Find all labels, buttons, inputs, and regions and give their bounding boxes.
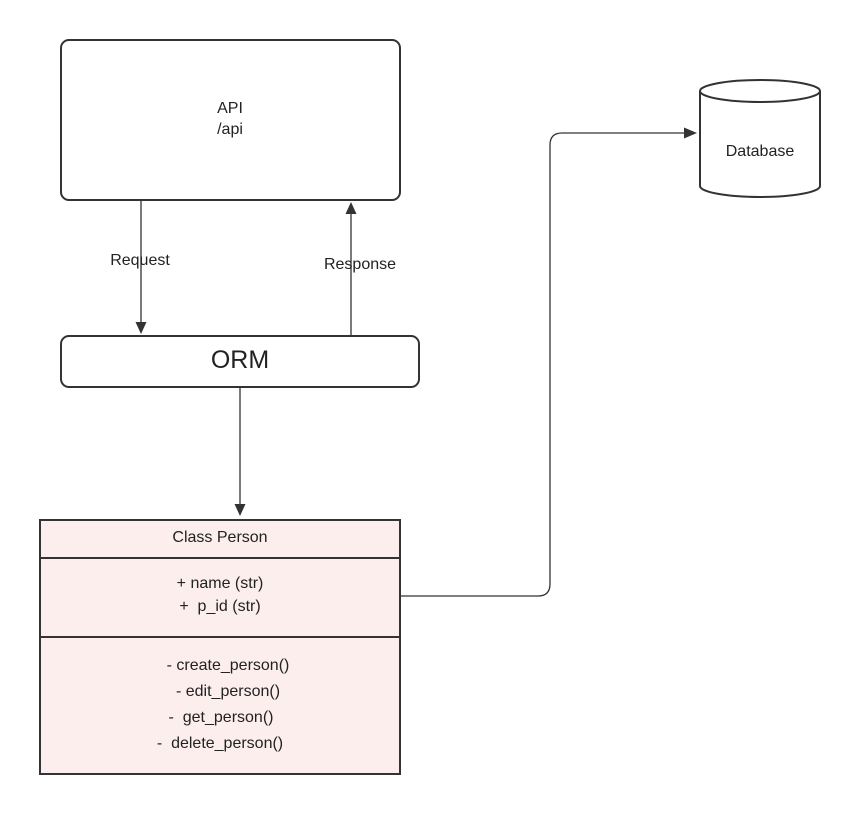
class-header: Class Person [172, 529, 267, 546]
class-person-node[interactable]: Class Person + name (str) + p_id (str) -… [39, 519, 401, 775]
class-method: - create_person() [167, 657, 290, 674]
class-attribute: + name (str) [177, 575, 264, 592]
class-to-database-arrowhead [684, 127, 697, 139]
request-edge: Request [110, 200, 170, 334]
class-method: - delete_person() [157, 735, 283, 752]
request-label: Request [110, 252, 170, 269]
orm-to-class-edge [234, 387, 246, 516]
database-cylinder-body [699, 91, 821, 198]
class-to-database-edge [400, 127, 697, 597]
api-path: /api [217, 121, 243, 138]
api-node[interactable]: API /api [60, 39, 401, 201]
database-cylinder-top [699, 79, 821, 103]
request-arrowhead [135, 322, 147, 334]
database-node[interactable]: Database [699, 79, 821, 198]
response-edge: Response [324, 202, 396, 336]
orm-node[interactable]: ORM [60, 335, 420, 388]
orm-label: ORM [211, 346, 269, 374]
database-label: Database [726, 143, 795, 160]
class-method: - get_person() [169, 709, 274, 726]
orm-to-class-arrowhead [234, 504, 246, 516]
api-title: API [217, 100, 243, 117]
response-arrowhead [345, 202, 357, 214]
class-attribute: + p_id (str) [179, 598, 260, 615]
class-person-box [39, 519, 401, 775]
class-method: - edit_person() [176, 683, 280, 700]
response-label: Response [324, 256, 396, 273]
api-box [60, 39, 401, 201]
class-to-database-line [400, 132, 684, 597]
